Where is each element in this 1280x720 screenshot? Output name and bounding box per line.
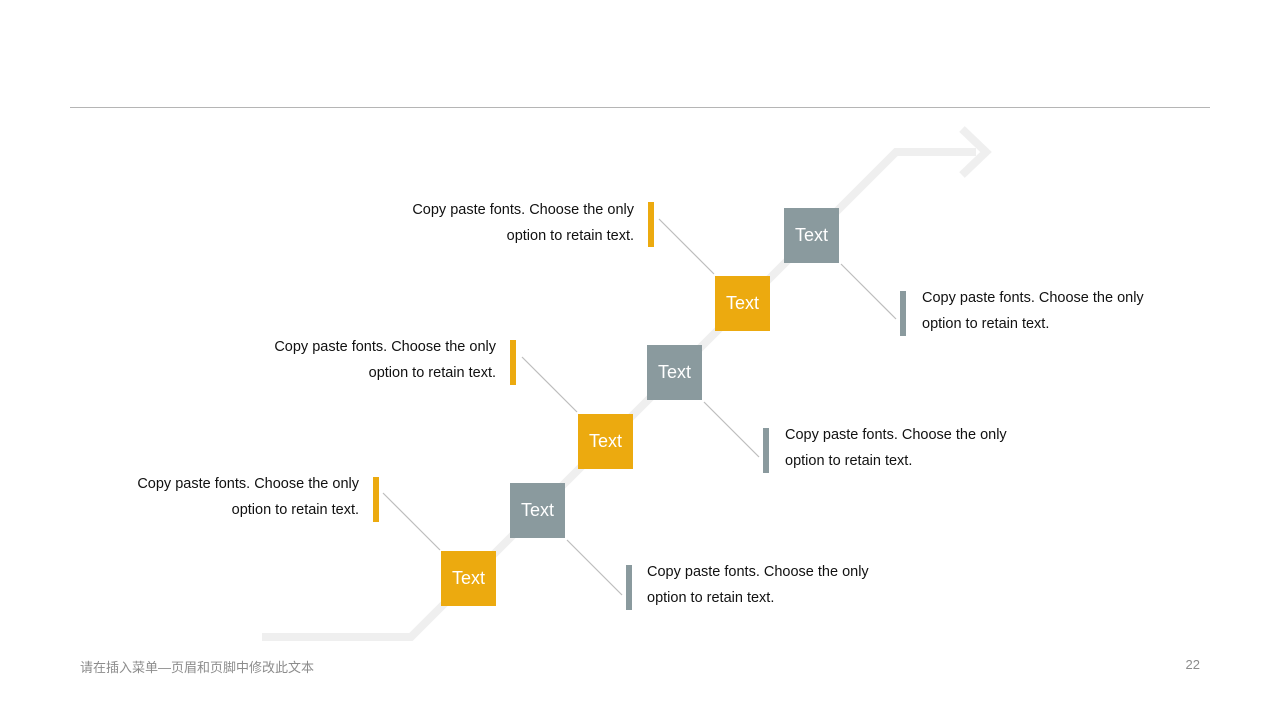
step-note-5: Copy paste fonts. Choose the only option… bbox=[354, 197, 634, 249]
note-line: Copy paste fonts. Choose the only bbox=[647, 564, 869, 580]
step-box-4: Text bbox=[647, 345, 702, 400]
step-note-3: Copy paste fonts. Choose the only option… bbox=[216, 334, 496, 386]
note-line: option to retain text. bbox=[368, 365, 496, 381]
connector-line bbox=[840, 263, 897, 320]
note-accent-bar-5 bbox=[648, 202, 654, 247]
note-accent-bar-1 bbox=[373, 477, 379, 522]
step-box-3: Text bbox=[578, 414, 633, 469]
note-line: option to retain text. bbox=[506, 228, 634, 244]
note-line: option to retain text. bbox=[647, 590, 775, 606]
background-arrow-head bbox=[959, 126, 992, 178]
note-accent-bar-6 bbox=[900, 291, 906, 336]
footer-text: 请在插入菜单—页眉和页脚中修改此文本 bbox=[80, 660, 315, 675]
step-box-6: Text bbox=[784, 208, 839, 263]
page-number: 22 bbox=[1185, 657, 1200, 672]
step-box-2: Text bbox=[510, 483, 565, 538]
note-line: option to retain text. bbox=[231, 502, 359, 518]
note-line: option to retain text. bbox=[922, 316, 1050, 332]
connector-line bbox=[703, 401, 760, 458]
connector-line bbox=[566, 539, 623, 596]
note-line: Copy paste fonts. Choose the only bbox=[412, 202, 634, 218]
step-box-5: Text bbox=[715, 276, 770, 331]
connector-line bbox=[521, 356, 578, 413]
step-note-1: Copy paste fonts. Choose the only option… bbox=[79, 471, 359, 523]
step-note-2: Copy paste fonts. Choose the only option… bbox=[647, 559, 927, 611]
step-note-4: Copy paste fonts. Choose the only option… bbox=[785, 422, 1065, 474]
note-accent-bar-3 bbox=[510, 340, 516, 385]
connector-line bbox=[382, 492, 441, 551]
note-line: Copy paste fonts. Choose the only bbox=[137, 476, 359, 492]
connector-line bbox=[658, 218, 715, 275]
note-line: option to retain text. bbox=[785, 453, 913, 469]
step-box-1: Text bbox=[441, 551, 496, 606]
note-line: Copy paste fonts. Choose the only bbox=[922, 290, 1144, 306]
note-accent-bar-2 bbox=[626, 565, 632, 610]
note-line: Copy paste fonts. Choose the only bbox=[785, 427, 1007, 443]
header-divider bbox=[70, 107, 1210, 108]
note-accent-bar-4 bbox=[763, 428, 769, 473]
note-line: Copy paste fonts. Choose the only bbox=[274, 339, 496, 355]
step-note-6: Copy paste fonts. Choose the only option… bbox=[922, 285, 1202, 337]
